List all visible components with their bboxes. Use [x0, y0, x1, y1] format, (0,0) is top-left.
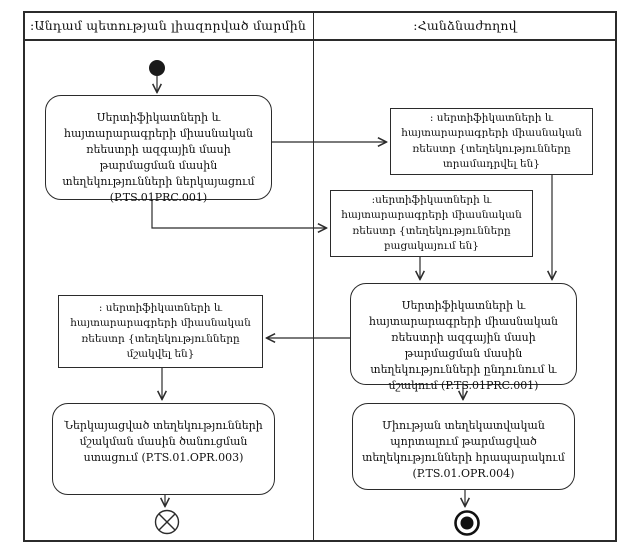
object-node-registry-provided: : սերտիֆիկատների և հայտարարագրերի միասնա… [390, 108, 593, 175]
lane-header-commission: :Հանձնաժողով [313, 11, 617, 41]
activity-receive-process: Սերտիֆիկատների և հայտարարագրերի միասնակա… [350, 283, 577, 392]
activity-receive-notification: Ներկայացված տեղեկությունների մշակման մաս… [52, 403, 275, 495]
lane-divider [313, 11, 314, 542]
activity-publish-info: Միության տեղեկատվական պորտալում թարմացվա… [352, 403, 575, 490]
swimlane-frame [23, 11, 617, 542]
activity-submit-info: Սերտիֆիկատների և հայտարարագրերի միասնակա… [45, 95, 272, 204]
object-node-registry-missing: :սերտիֆիկատների և հայտարարագրերի միասնակ… [330, 190, 533, 257]
object-node-registry-processed: : սերտիֆիկատների և հայտարարագրերի միասնա… [58, 295, 263, 368]
lane-header-authorized-body: :Անդամ պետության լիազորված մարմին [23, 11, 313, 41]
